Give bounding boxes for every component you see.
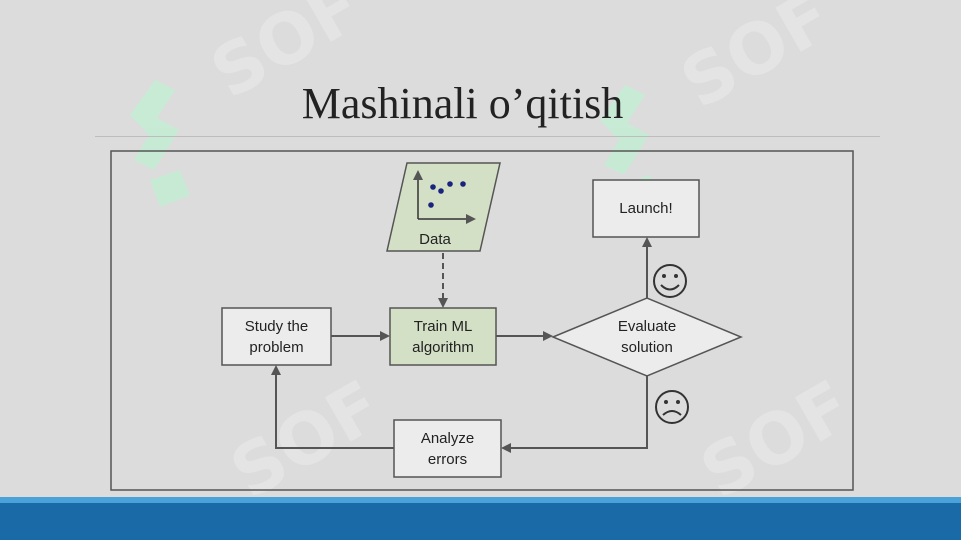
evaluate-node-shape [551, 297, 743, 377]
data-node-label: Data [419, 231, 451, 248]
train-ml-line-1: Train ML [413, 318, 473, 335]
analyze-errors-line-2: errors [427, 451, 468, 468]
arrow-evaluate-to-analyze [501, 376, 648, 453]
train-ml-node-label: Train ML algorithm [390, 316, 496, 358]
scatter-plot-icon [413, 170, 476, 224]
sad-face-icon [655, 390, 689, 424]
train-ml-line-2: algorithm [412, 339, 474, 356]
smiley-face-icon [653, 264, 687, 298]
footer-accent-strip [0, 497, 961, 503]
slide-title: Mashinali o’qitish [301, 79, 624, 128]
study-problem-node-label: Study the problem [222, 316, 331, 358]
arrow-analyze-to-study [271, 365, 394, 449]
diagram-frame [110, 150, 854, 491]
footer-bar [0, 497, 961, 540]
study-problem-line-1: Study the [244, 318, 309, 335]
evaluate-line-2: solution [621, 339, 673, 356]
evaluate-node-label: Evaluate solution [592, 316, 702, 358]
study-problem-line-2: problem [249, 339, 304, 356]
study-problem-node-shape [221, 307, 332, 366]
analyze-errors-node-label: Analyze errors [394, 428, 501, 470]
analyze-errors-node-shape [393, 419, 502, 478]
launch-node-label: Launch! [619, 200, 673, 217]
launch-node-shape [592, 179, 700, 238]
data-node-shape [386, 162, 501, 252]
train-ml-node-shape [389, 307, 497, 366]
analyze-errors-line-1: Analyze [420, 430, 475, 447]
evaluate-line-1: Evaluate [617, 318, 677, 335]
title-divider [95, 136, 880, 137]
